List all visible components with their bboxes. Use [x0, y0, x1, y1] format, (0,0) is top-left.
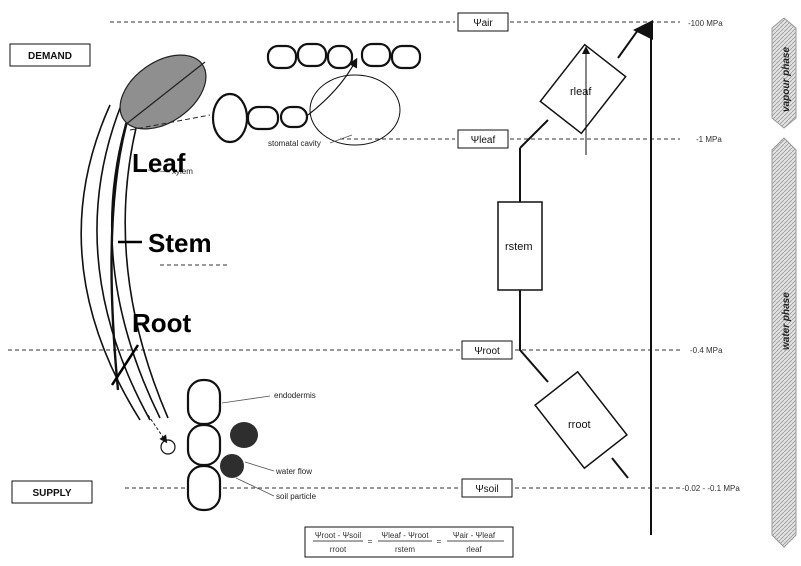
pressure-root: -0.4 MPa [690, 346, 723, 355]
water-uptake-arrow [147, 414, 168, 444]
soil-particles [220, 422, 258, 478]
eq-equals-1: = [368, 537, 373, 546]
stem-label: Stem [148, 228, 212, 258]
psi-leaf-box: Ψleaf [457, 129, 509, 149]
root-hair-circle [160, 439, 176, 455]
psi-root-box: Ψroot [461, 340, 513, 360]
wire-leaf-top [617, 29, 639, 59]
stomatal-cavity-label: stomatal cavity [268, 139, 321, 148]
epidermal-cell-5 [390, 44, 422, 70]
resistance-circuit [519, 29, 639, 479]
leaf-shape [119, 54, 211, 131]
eq-term2-numerator: Ψleaf - Ψroot [381, 531, 429, 540]
stem-curve-2 [96, 107, 151, 421]
demand-label: DEMAND [28, 51, 72, 62]
flux-equation: Ψroot - Ψsoil rroot = Ψleaf - Ψroot rste… [304, 526, 514, 558]
cell-chain-1 [246, 105, 280, 131]
eq-term1-denominator: rroot [330, 545, 347, 554]
xylem-vessel [110, 104, 134, 391]
eq-term3-denominator: rleaf [466, 545, 482, 554]
potential-levels [8, 21, 680, 489]
root-cells [186, 378, 222, 512]
psi-soil-box: Ψsoil [461, 478, 513, 498]
resistor-root: rroot [534, 370, 628, 470]
pressure-air: -100 MPa [688, 19, 723, 28]
epidermal-cell-1 [266, 44, 298, 70]
root-cell-1 [186, 378, 222, 426]
resistor-root-label: rroot [568, 419, 591, 431]
resistor-stem-label: rstem [505, 241, 533, 253]
resistor-leaf-label: rleaf [570, 86, 592, 98]
wire-root-bottom [611, 457, 629, 479]
soil-particle-label: soil particle [276, 492, 317, 501]
eq-term3-numerator: Ψair - Ψleaf [453, 531, 496, 540]
psi-soil-label: Ψsoil [475, 484, 498, 495]
plant-stem-curves [80, 104, 169, 421]
stomata-cells [211, 42, 422, 144]
psi-leaf-label: Ψleaf [471, 135, 496, 146]
wire-stem-bottom [519, 290, 549, 383]
cell-chain-2 [279, 105, 309, 129]
psi-root-label: Ψroot [474, 346, 500, 357]
resistor-leaf: rleaf [539, 43, 627, 135]
root-pointer [110, 344, 140, 386]
leaf-label: Leaf [132, 148, 186, 178]
supply-label: SUPPLY [32, 488, 71, 499]
stomatal-cavity-outline [309, 74, 401, 146]
water-flow-label: water flow [275, 467, 312, 476]
guard-cell-large [211, 92, 249, 144]
root-cell-3 [186, 464, 222, 512]
xylem-label: xylem [172, 167, 193, 176]
water-phase-label: water phase [781, 292, 792, 350]
water-phase-band: water phase [771, 137, 797, 548]
root-label: Root [132, 308, 192, 338]
vapour-phase-band: vapour phase [771, 17, 797, 129]
endodermis-label: endodermis [274, 391, 316, 400]
pressure-leaf: -1 MPa [696, 135, 722, 144]
epidermal-cell-4 [360, 42, 392, 68]
soil-particle-2 [220, 454, 244, 478]
epidermal-cell-2 [296, 42, 328, 68]
epidermal-cell-3 [326, 44, 354, 70]
demand-box: DEMAND [9, 43, 91, 67]
pressure-soil: -0.02 - -0.1 MPa [682, 484, 740, 493]
soil-particle-1 [230, 422, 258, 448]
supply-box: SUPPLY [11, 480, 93, 504]
psi-air-label: Ψair [473, 18, 493, 29]
vapour-phase-label: vapour phase [781, 47, 792, 112]
wire-leaf-bottom [519, 119, 549, 149]
root-cell-2 [186, 423, 222, 467]
stem-curve-inner [124, 111, 169, 419]
psi-air-box: Ψair [457, 12, 509, 32]
vapour-arrow [307, 57, 358, 116]
eq-term1-numerator: Ψroot - Ψsoil [315, 531, 361, 540]
eq-term2-denominator: rstem [395, 545, 415, 554]
resistor-stem: rstem [497, 201, 543, 291]
eq-equals-2: = [437, 537, 442, 546]
